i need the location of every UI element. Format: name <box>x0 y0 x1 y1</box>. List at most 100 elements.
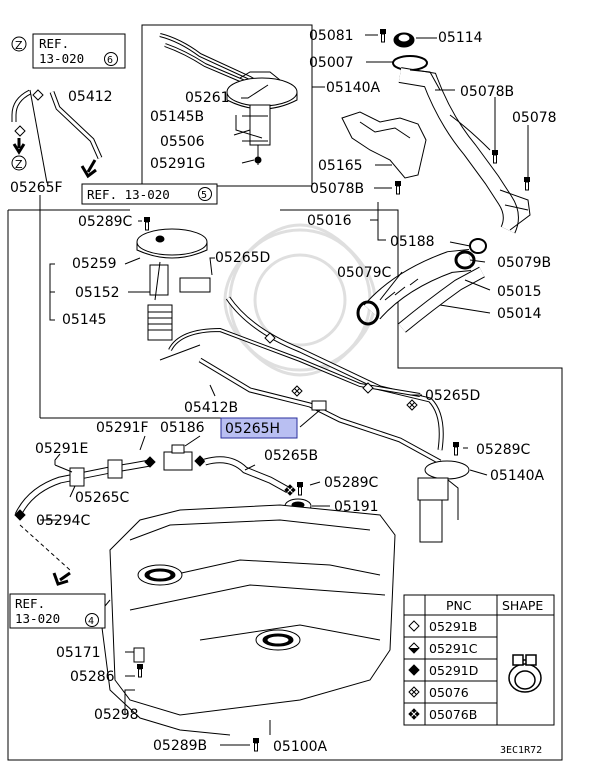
part-label[interactable]: 05114 <box>438 30 483 46</box>
part-label[interactable]: 05171 <box>56 645 101 661</box>
leader-lines <box>40 34 529 746</box>
bolt-05289c-icon <box>143 216 151 231</box>
part-label[interactable]: 05286 <box>70 669 115 685</box>
part-label[interactable]: 05079B <box>497 255 551 271</box>
ref-box-5 <box>81 183 218 205</box>
part-label[interactable]: 05265B <box>264 448 318 464</box>
ref-number[interactable]: 4 <box>88 616 94 627</box>
part-label[interactable]: 05259 <box>72 256 117 272</box>
part-label[interactable]: 05165 <box>318 158 363 174</box>
fuel-tank-05100a <box>99 504 396 736</box>
part-label[interactable]: 05186 <box>160 420 205 436</box>
clip-05291d-icon <box>194 455 206 467</box>
part-label[interactable]: 05014 <box>497 306 542 322</box>
part-label[interactable]: 05265D <box>215 250 270 266</box>
legend-header-pnc: PNC <box>446 598 472 613</box>
highlighted-part-box <box>220 417 298 439</box>
hose-clamp-icon <box>508 654 542 693</box>
part-label[interactable]: 05289C <box>324 475 379 491</box>
fuel-cap-05114 <box>393 32 415 48</box>
ref-number[interactable]: 5 <box>201 190 207 201</box>
clamp-05076-icon <box>406 399 418 411</box>
clamp-05188 <box>469 238 487 254</box>
part-label[interactable]: 05140A <box>326 80 381 96</box>
part-label[interactable]: 05289B <box>153 738 207 754</box>
part-label[interactable]: 05291F <box>96 420 149 436</box>
part-label[interactable]: 05412 <box>68 89 113 105</box>
hose-05014 <box>398 266 485 333</box>
ref-z-symbol: Z <box>15 39 23 52</box>
part-label[interactable]: 05265F <box>10 180 63 196</box>
part-label[interactable]: 05145B <box>150 109 204 125</box>
spacer-05171 <box>133 647 145 663</box>
part-label[interactable]: 05265D <box>425 388 480 404</box>
part-label[interactable]: 05412B <box>184 400 238 416</box>
ref-text-line2[interactable]: 13-020 <box>39 51 84 66</box>
part-label[interactable]: 05289C <box>78 214 133 230</box>
clip-05291f <box>107 459 123 479</box>
part-label[interactable]: 05007 <box>309 55 354 71</box>
part-label[interactable]: 05078B <box>310 181 364 197</box>
bolt-05078-icon <box>523 176 531 191</box>
bolt-05078b-icon <box>491 149 499 164</box>
diagram-code: 3EC1R72 <box>500 745 542 756</box>
part-label[interactable]: 05078 <box>512 110 557 126</box>
clip-05291e <box>69 467 85 487</box>
ref-text-line2[interactable]: 13-020 <box>15 611 60 626</box>
bolt-05289c-icon <box>452 441 460 456</box>
fuel-pump-05140a <box>417 460 470 543</box>
part-label[interactable]: 05081 <box>309 28 354 44</box>
part-label[interactable]: 05291E <box>35 441 88 457</box>
legend-pnc[interactable]: 05291C <box>429 641 478 656</box>
part-label[interactable]: 05079C <box>337 265 392 281</box>
main-assembly-frame <box>7 209 563 761</box>
part-label[interactable]: 05506 <box>160 134 205 150</box>
fuel-filter-05186 <box>163 444 193 471</box>
part-label[interactable]: 05140A <box>490 468 545 484</box>
fuel-sender-unit-drawing <box>159 33 298 165</box>
ref-box-z6 <box>11 33 126 69</box>
part-label[interactable]: 05294C <box>36 513 91 529</box>
z-marker <box>11 155 27 171</box>
part-labels: 05081 05114 05007 05261 05140A 05078B 05… <box>10 28 557 755</box>
sender-unit-inset-box <box>141 24 313 187</box>
bolt-05289b-icon <box>252 737 260 752</box>
gasket-05007 <box>392 55 428 71</box>
part-label[interactable]: 05289C <box>476 442 531 458</box>
part-label[interactable]: 05145 <box>62 312 107 328</box>
hose-clamp-05079c <box>356 300 380 326</box>
filler-neck-05016 <box>398 67 531 234</box>
clamp-05076-icon <box>291 385 303 397</box>
part-label[interactable]: 05152 <box>75 285 120 301</box>
hose-05265c <box>14 459 151 517</box>
leader-line <box>19 524 71 571</box>
part-label[interactable]: 05188 <box>390 234 435 250</box>
fuel-pump-05259 <box>136 228 211 341</box>
ref-text[interactable]: REF. 13-020 <box>87 187 170 202</box>
bolt-05078b-icon <box>394 180 402 195</box>
part-label[interactable]: 05298 <box>94 707 139 723</box>
ref-text-line1[interactable]: REF. <box>15 596 45 611</box>
clip-05291b-icon <box>32 89 44 101</box>
part-label[interactable]: 05265C <box>75 490 130 506</box>
legend-pnc[interactable]: 05076 <box>429 685 469 700</box>
vapor-pipe-05412 <box>11 89 103 160</box>
z-marker-symbol: Z <box>15 158 23 171</box>
part-label[interactable]: 05191 <box>334 499 379 515</box>
ref-number[interactable]: 6 <box>107 55 113 66</box>
part-label[interactable]: 05015 <box>497 284 542 300</box>
part-label[interactable]: 05016 <box>307 213 352 229</box>
part-label[interactable]: 05078B <box>460 84 514 100</box>
fuel-line-05265d <box>225 296 444 451</box>
part-label[interactable]: 05100A <box>273 739 328 755</box>
ref-text-line1[interactable]: REF. <box>39 36 69 51</box>
arrow-down-left-icon <box>80 159 97 179</box>
legend-pnc[interactable]: 05291D <box>429 663 478 678</box>
part-label[interactable]: 05261 <box>185 90 230 106</box>
part-label[interactable]: 05291G <box>150 156 205 172</box>
legend-pnc[interactable]: 05076B <box>429 707 477 722</box>
legend-pnc[interactable]: 05291B <box>429 619 477 634</box>
highlighted-part-label[interactable]: 05265H <box>225 421 280 437</box>
